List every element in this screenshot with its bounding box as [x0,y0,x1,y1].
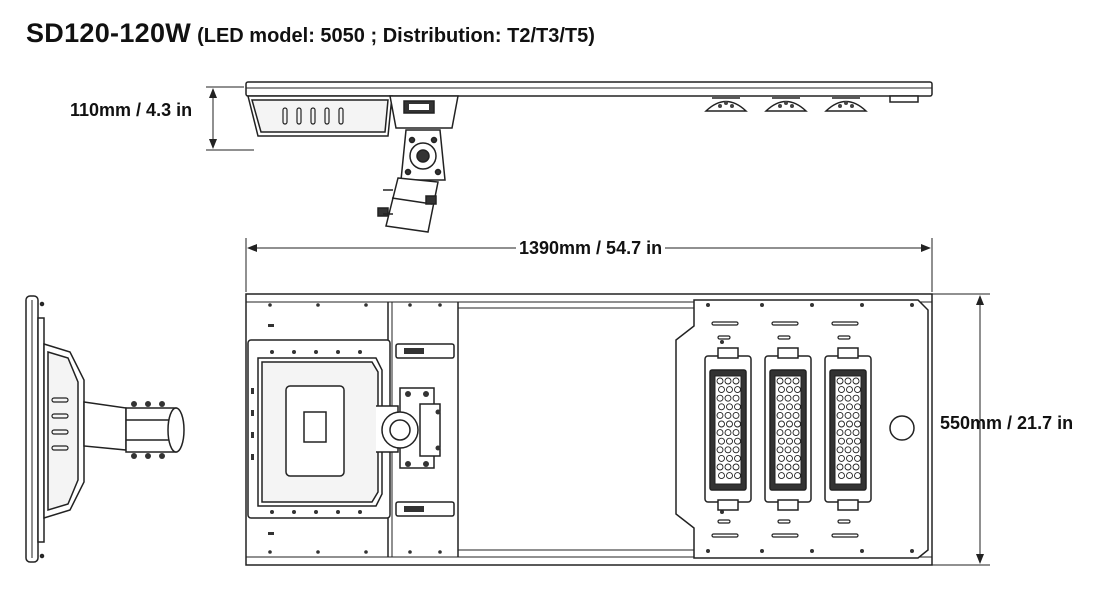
side-view [245,81,933,233]
model-name: SD120-120W [26,18,192,48]
height-dimension-label: 110mm / 4.3 in [70,100,193,120]
top-view [245,293,933,566]
length-dimension-label: 1390mm / 54.7 in [516,238,666,259]
width-dimension-label: 550mm / 21.7 in [940,413,1074,433]
end-view [25,295,185,563]
width-dimension-line [932,293,990,566]
height-dimension-line [206,86,254,151]
model-spec: (LED model: 5050 ; Distribution: T2/T3/T… [197,25,595,47]
drawing-title: SD120-120W(LED model: 5050 ; Distributio… [26,18,595,49]
